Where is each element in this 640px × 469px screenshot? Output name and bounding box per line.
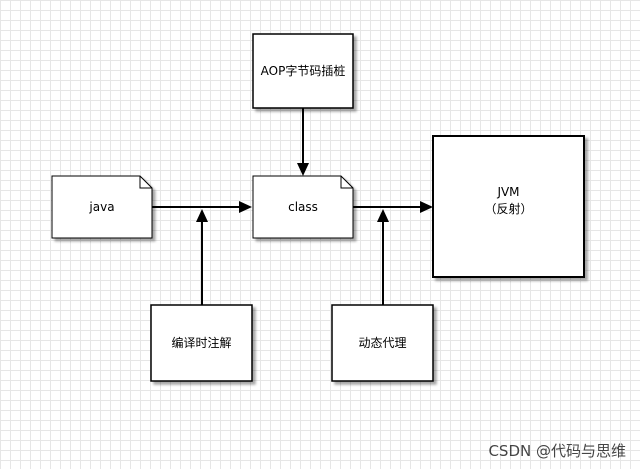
aop-node bbox=[252, 33, 354, 109]
arrowhead-java-to-class bbox=[239, 201, 252, 213]
jvm-node bbox=[432, 135, 585, 278]
dynamic-proxy-node bbox=[331, 304, 434, 382]
arrowhead-compile-to-line bbox=[196, 209, 208, 222]
arrowhead-proxy-to-line bbox=[377, 209, 389, 222]
watermark-text: CSDN @代码与思维 bbox=[488, 442, 626, 460]
arrowhead-class-to-jvm bbox=[420, 201, 433, 213]
java-node bbox=[51, 175, 153, 239]
class-node bbox=[252, 175, 354, 239]
compile-annotation-node bbox=[150, 304, 253, 382]
arrowhead-aop-to-class bbox=[297, 163, 309, 176]
